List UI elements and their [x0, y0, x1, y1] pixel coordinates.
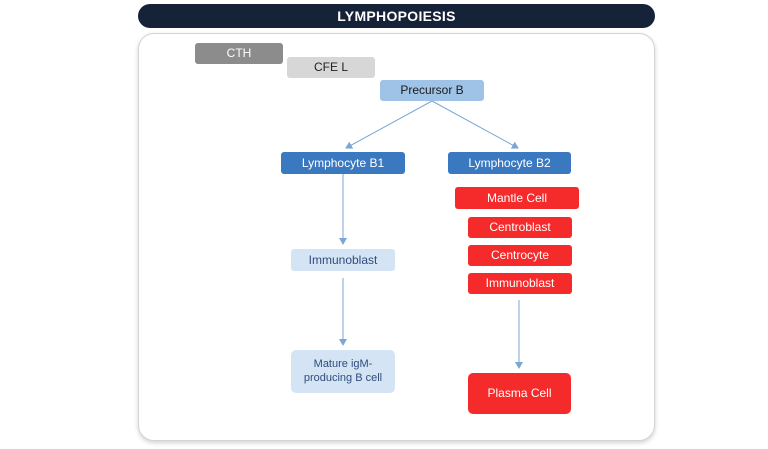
- node-centrocyte: Centrocyte: [468, 245, 572, 266]
- node-immunoblast-right: Immunoblast: [468, 273, 572, 294]
- node-mantle-cell: Mantle Cell: [455, 187, 579, 209]
- node-centroblast: Centroblast: [468, 217, 572, 238]
- node-precursor-b: Precursor B: [380, 80, 484, 101]
- node-immunoblast-left: Immunoblast: [291, 249, 395, 271]
- node-cfe-l: CFE L: [287, 57, 375, 78]
- node-lymphocyte-b1: Lymphocyte B1: [281, 152, 405, 174]
- node-plasma-cell: Plasma Cell: [468, 373, 571, 414]
- node-mature-igm-b-cell: Mature igM-producing B cell: [291, 350, 395, 393]
- node-cth: CTH: [195, 43, 283, 64]
- diagram-title: LYMPHOPOIESIS: [138, 4, 655, 28]
- node-lymphocyte-b2: Lymphocyte B2: [448, 152, 571, 174]
